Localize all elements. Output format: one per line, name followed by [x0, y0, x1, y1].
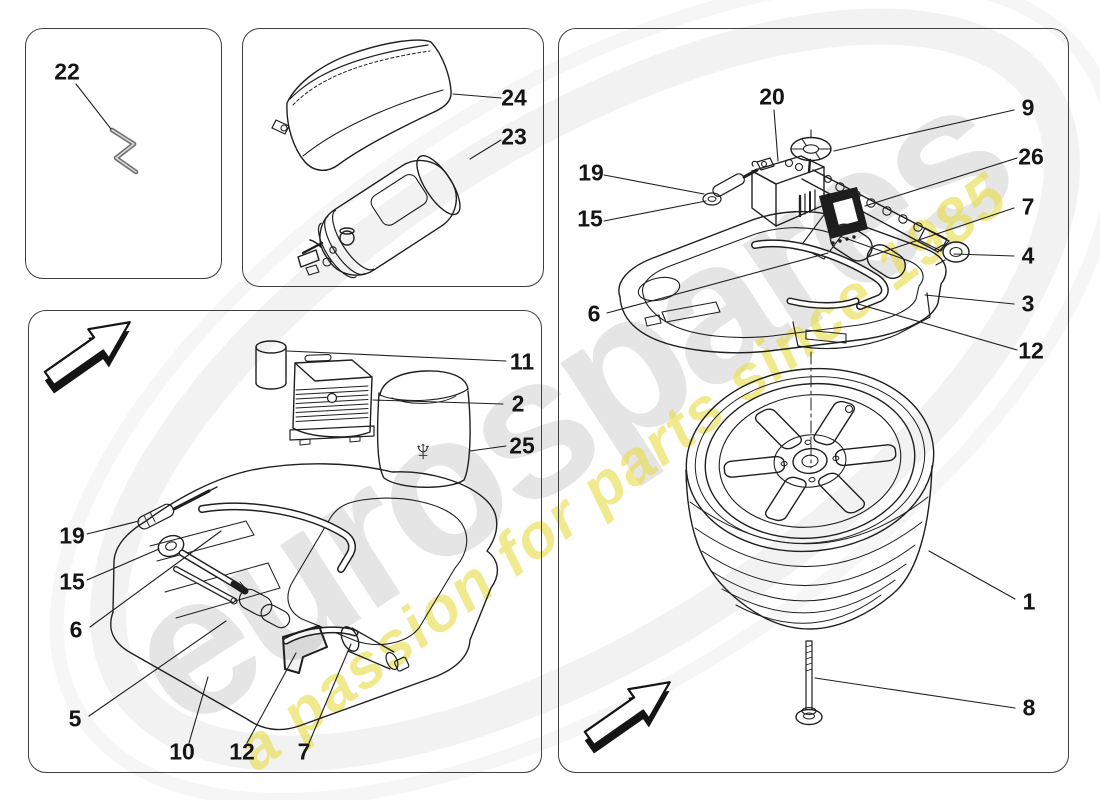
part-label-26[interactable]: 26: [1018, 143, 1044, 170]
part-label-25[interactable]: 25: [509, 432, 535, 459]
part-label-6-right[interactable]: 6: [587, 300, 601, 327]
part-label-11[interactable]: 11: [509, 348, 535, 375]
part-label-5[interactable]: 5: [68, 705, 82, 732]
part-label-19-right[interactable]: 19: [578, 159, 604, 186]
part-label-12-right[interactable]: 12: [1018, 337, 1044, 364]
part-label-9[interactable]: 9: [1021, 94, 1035, 121]
part-label-15-right[interactable]: 15: [577, 205, 603, 232]
part-label-24[interactable]: 24: [501, 84, 527, 111]
part-label-23[interactable]: 23: [501, 123, 527, 150]
part-label-8[interactable]: 8: [1022, 694, 1036, 721]
part-label-20[interactable]: 20: [759, 83, 785, 110]
panel-foam-tool-tray: [28, 310, 542, 773]
part-label-1[interactable]: 1: [1022, 588, 1036, 615]
part-label-6-left[interactable]: 6: [69, 616, 83, 643]
maserati-trident-icon: ♆: [411, 435, 435, 468]
part-label-22[interactable]: 22: [54, 58, 80, 85]
part-label-12-left[interactable]: 12: [229, 738, 255, 765]
panel-jack-and-spare-wheel: [558, 28, 1069, 773]
part-label-15-left[interactable]: 15: [59, 568, 85, 595]
part-label-7-left[interactable]: 7: [297, 738, 311, 765]
panel-retrieval-hook: [25, 28, 222, 279]
panel-pouch-and-canister: [242, 28, 544, 287]
part-label-19-left[interactable]: 19: [59, 522, 85, 549]
part-label-2[interactable]: 2: [511, 390, 525, 417]
part-label-10[interactable]: 10: [169, 738, 195, 765]
part-label-3[interactable]: 3: [1021, 290, 1035, 317]
part-label-4[interactable]: 4: [1021, 242, 1035, 269]
part-label-7-right[interactable]: 7: [1021, 193, 1035, 220]
